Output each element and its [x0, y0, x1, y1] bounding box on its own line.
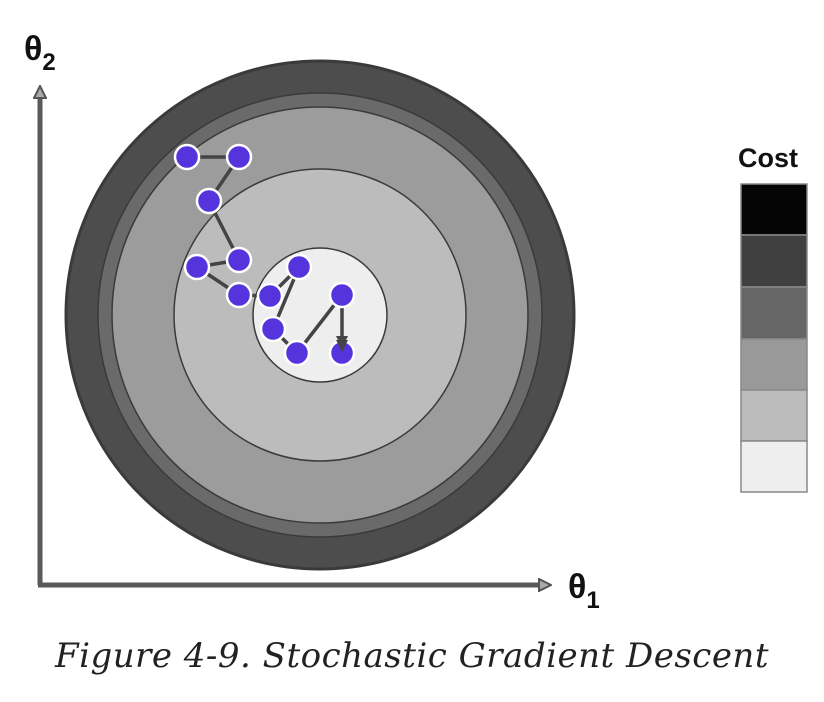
path-point	[285, 253, 313, 281]
path-point	[183, 253, 211, 281]
path-point	[328, 281, 356, 309]
legend-swatch	[740, 338, 808, 391]
x-axis-label: θ1	[568, 568, 600, 614]
legend-swatch	[740, 183, 808, 236]
path-point	[195, 187, 223, 215]
cost-legend: Cost	[738, 143, 808, 493]
path-point	[259, 315, 287, 343]
path-point	[256, 282, 284, 310]
path-point	[225, 246, 253, 274]
y-axis-label: θ2	[24, 30, 56, 76]
path-point	[283, 339, 311, 367]
path-point	[225, 281, 253, 309]
path-points	[173, 143, 356, 367]
sgd-path	[173, 143, 356, 367]
contour-ring-5	[252, 247, 388, 383]
legend-swatch	[740, 440, 808, 493]
figure-caption: Figure 4-9. Stochastic Gradient Descent	[54, 636, 769, 676]
legend-swatch	[740, 389, 808, 442]
path-point	[225, 143, 253, 171]
axes: θ2 θ1	[24, 30, 600, 614]
legend-swatch	[740, 286, 808, 340]
legend-swatch	[740, 234, 808, 288]
cost-contours	[64, 59, 576, 571]
path-point	[173, 143, 201, 171]
legend-title: Cost	[738, 143, 798, 173]
